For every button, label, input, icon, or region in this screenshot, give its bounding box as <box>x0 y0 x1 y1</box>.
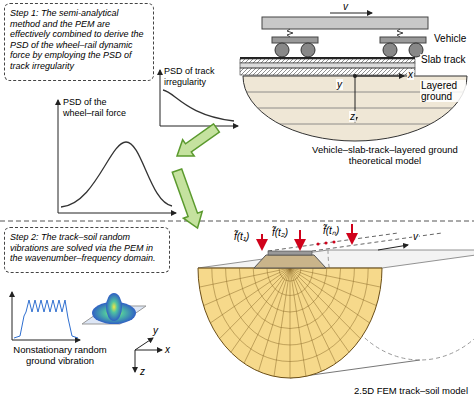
mesh-line <box>226 268 355 345</box>
part-label: Vehicle <box>433 33 467 44</box>
velocity-arrow <box>330 13 372 14</box>
velocity-arrow <box>378 245 408 250</box>
ground-surface <box>198 250 474 268</box>
wheel <box>383 43 397 57</box>
axis <box>160 70 161 126</box>
slab <box>268 251 312 255</box>
bogie-frame <box>272 37 318 43</box>
mesh-line <box>267 268 313 295</box>
surface-peak <box>106 293 122 321</box>
axis <box>135 350 136 372</box>
waveform <box>14 300 78 338</box>
mesh-line <box>279 268 301 281</box>
car-body <box>262 17 428 29</box>
separator <box>0 221 474 222</box>
axis <box>12 292 13 340</box>
figure-panel: PSD of the wheel–rail force <box>55 95 177 217</box>
psd-curve <box>163 90 234 121</box>
slab-layer <box>240 68 415 75</box>
dot <box>317 243 320 246</box>
wheel <box>275 43 289 57</box>
figure-panel: Nonstationary random ground vibration <box>4 282 116 378</box>
part-label: Slab track <box>420 54 466 65</box>
axis <box>160 126 238 127</box>
mesh-lines <box>198 268 382 378</box>
axis <box>58 100 59 213</box>
panel-caption: PSD of the wheel–rail force <box>63 97 135 118</box>
axis-label: z <box>349 111 356 122</box>
axis <box>12 340 80 341</box>
figure-panel: 2.5D FEM track–soil model <box>180 228 472 400</box>
fe-mesh <box>198 268 382 378</box>
mesh-line <box>212 268 368 362</box>
force-arrow <box>299 230 301 249</box>
force-label: f̃(t₁) <box>233 231 250 242</box>
axis-label: y <box>152 325 159 336</box>
axis <box>58 213 176 214</box>
bogie-frame <box>380 37 426 43</box>
axis-label: x <box>164 344 171 355</box>
slab-layer <box>240 59 415 63</box>
step-text: Step 1: The semi-analytical method and t… <box>10 8 148 71</box>
axis-label: x <box>407 69 414 80</box>
velocity-label: v <box>342 1 349 12</box>
axis-label: z <box>139 366 146 377</box>
block-arrow <box>172 169 202 228</box>
psd-curve <box>61 142 172 207</box>
part-label: Layered ground <box>420 80 466 102</box>
force-arrow <box>261 234 263 249</box>
waveform-line <box>14 300 78 338</box>
mesh-line <box>253 268 327 312</box>
force-arrow <box>351 224 353 243</box>
velocity-label: v <box>412 231 419 242</box>
dot <box>325 242 328 245</box>
panel-caption: Nonstationary random ground vibration <box>4 344 116 366</box>
secondary-spring <box>397 29 403 37</box>
layered-ground <box>243 76 467 141</box>
slab-layer <box>240 63 415 68</box>
force-label: f̃(t₂) <box>271 227 289 238</box>
axis-label: y <box>336 79 343 90</box>
panel-caption: 2.5D FEM track–soil model <box>300 385 468 396</box>
panel-caption: PSD of track irregularity <box>164 66 238 87</box>
block-arrow <box>177 124 219 156</box>
axis-origin <box>353 74 357 78</box>
axis <box>135 350 162 351</box>
step-text: Step 2: The track–soil random vibrations… <box>10 232 164 264</box>
axis <box>135 338 153 350</box>
force-label: f̃(tₙ) <box>322 225 340 236</box>
mesh-line <box>239 268 340 329</box>
figure-panel: PSD of track irregularity <box>156 64 240 128</box>
dot <box>333 241 336 244</box>
wheel <box>301 43 315 57</box>
step-box: Step 2: The track–soil random vibrations… <box>4 227 170 273</box>
axis <box>355 76 404 77</box>
panel-caption: Vehicle–slab-track–layered ground theore… <box>300 144 470 166</box>
embankment <box>254 255 326 268</box>
secondary-spring <box>287 29 293 37</box>
step-box: Step 1: The semi-analytical method and t… <box>4 3 154 81</box>
